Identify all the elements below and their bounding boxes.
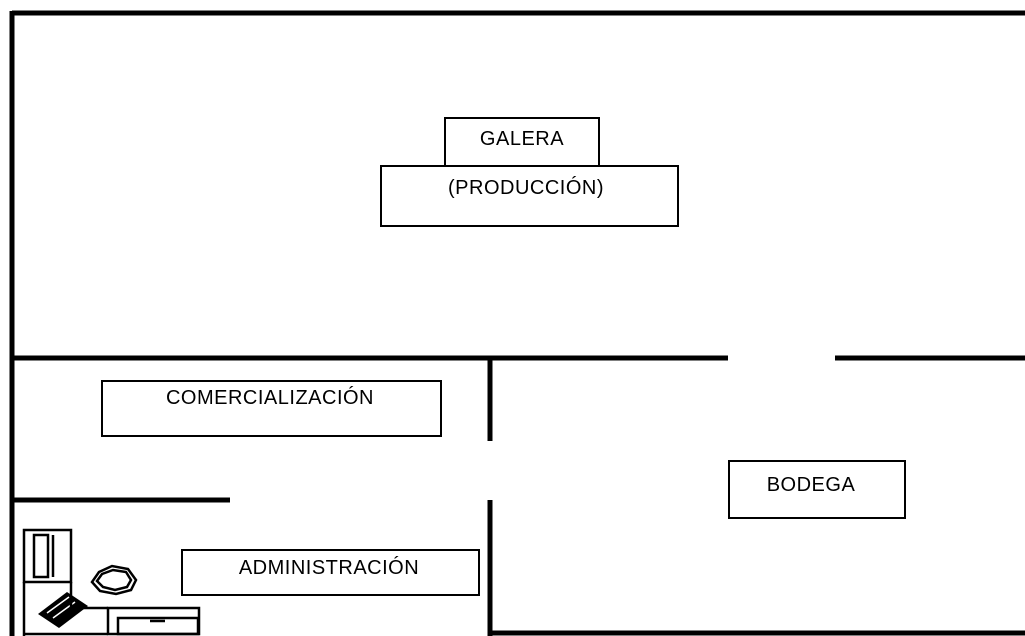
chair-seat-inner — [95, 568, 133, 592]
bodega-label-group: BODEGA — [728, 460, 906, 519]
produccion-label: (PRODUCCIÓN) — [448, 176, 604, 199]
chair-icon — [90, 564, 138, 596]
bodega-label-box — [728, 460, 906, 519]
keyboard-key-row-1 — [46, 596, 70, 614]
comercializacion-label: COMERCIALIZACIÓN — [166, 386, 374, 409]
cabinet-door-icon — [32, 533, 50, 579]
administracion-label-box — [181, 549, 480, 596]
comercializacion-label-group: COMERCIALIZACIÓN — [101, 380, 442, 437]
office-furniture-icon — [22, 528, 201, 636]
cabinet-icon — [22, 528, 73, 584]
administracion-label: ADMINISTRACIÓN — [239, 556, 419, 579]
administracion-label-group: ADMINISTRACIÓN — [181, 549, 480, 596]
walls — [9, 10, 1025, 636]
comercializacion-label-box — [101, 380, 442, 437]
bodega-label: BODEGA — [767, 474, 856, 496]
galera-label-group: GALERA (PRODUCCIÓN) — [380, 117, 679, 227]
desk-drawer-icon — [116, 616, 200, 636]
produccion-label-box — [380, 165, 679, 227]
galera-label: GALERA — [480, 128, 564, 150]
